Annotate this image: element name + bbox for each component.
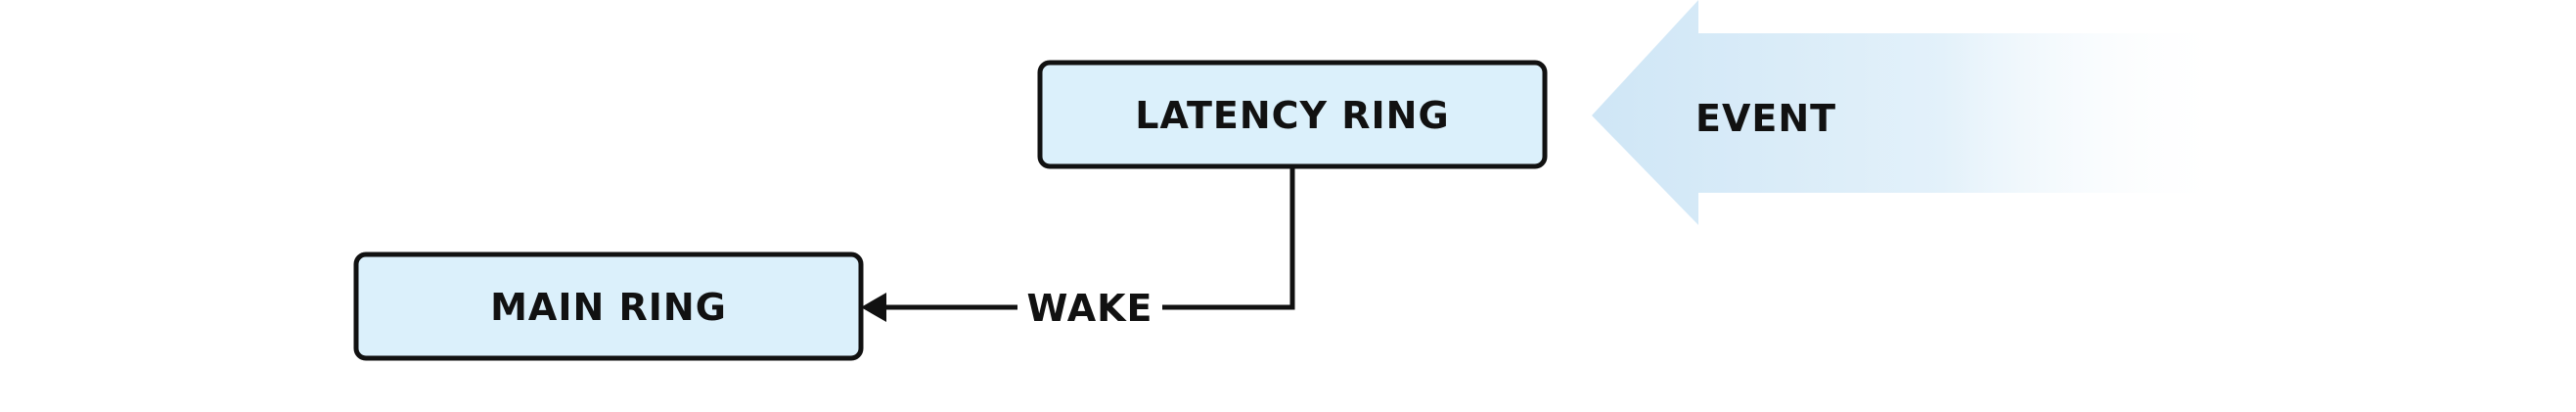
wake-label: WAKE <box>1026 287 1152 330</box>
main-ring-node: MAIN RING <box>353 252 864 361</box>
wake-connector: WAKE <box>861 166 1295 330</box>
latency-ring-node: LATENCY RING <box>1037 60 1548 169</box>
latency-ring-label: LATENCY RING <box>1135 94 1449 137</box>
wake-arrowhead <box>861 293 886 322</box>
main-ring-box <box>353 252 864 361</box>
wake-connector-vertical <box>1162 166 1295 310</box>
event-arrow-shape <box>1592 0 2231 225</box>
event-arrow: EVENT <box>1592 0 2231 225</box>
event-label: EVENT <box>1695 97 1836 140</box>
main-ring-label: MAIN RING <box>490 286 727 329</box>
